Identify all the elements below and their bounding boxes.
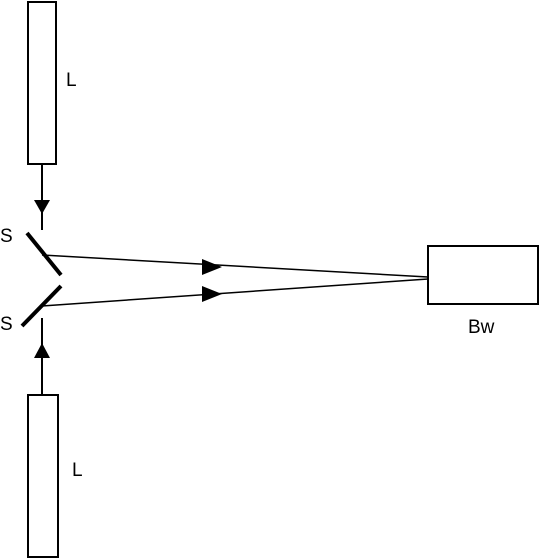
beam-upper-diagonal xyxy=(41,254,429,278)
arrow-down-icon xyxy=(34,200,50,214)
arrow-right-icon xyxy=(202,259,222,275)
laser-bottom-box xyxy=(27,394,59,558)
arrow-right-icon xyxy=(202,286,222,302)
laser-top-box xyxy=(27,1,57,165)
splitter-bottom xyxy=(20,284,63,328)
beam-lower-diagonal xyxy=(41,278,429,307)
laser-bottom-label: L xyxy=(72,460,83,481)
splitter-top xyxy=(25,231,63,277)
target-box xyxy=(427,245,539,305)
laser-top-label: L xyxy=(66,70,77,91)
splitter-bottom-label: S xyxy=(0,314,13,335)
target-label: Bw xyxy=(468,317,495,338)
splitter-top-label: S xyxy=(0,226,13,247)
arrow-up-icon xyxy=(34,343,50,358)
